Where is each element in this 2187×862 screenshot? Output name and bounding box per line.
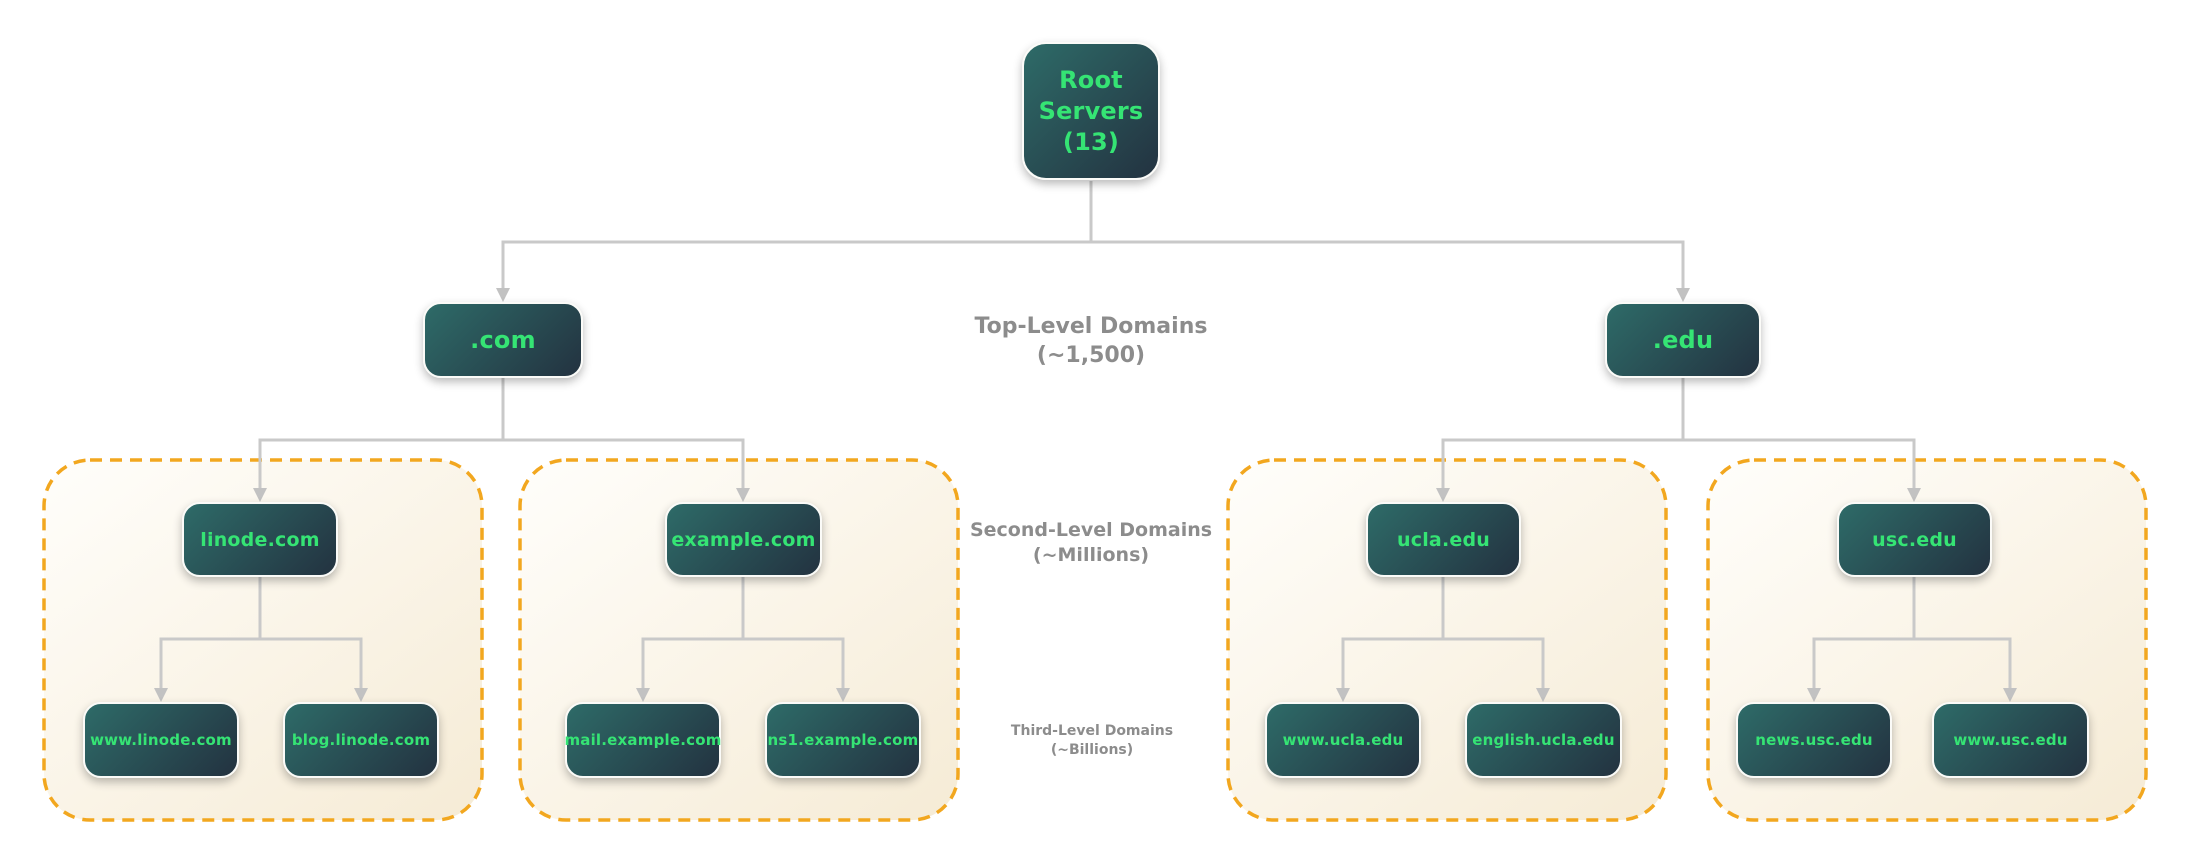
label-top-level-domains: Top-Level Domains (~1,500)	[975, 312, 1208, 370]
node-www-ucla-edu-label: www.ucla.edu	[1282, 731, 1404, 749]
label-second-level-domains: Second-Level Domains (~Millions)	[970, 518, 1212, 568]
label-top-level-domains-line2: (~1,500)	[1036, 343, 1146, 368]
node-ucla-edu: ucla.edu	[1366, 502, 1521, 577]
connector-root-to-com	[496, 181, 1093, 302]
node-news-usc-edu: news.usc.edu	[1736, 702, 1892, 778]
node-linode-com: linode.com	[182, 502, 338, 577]
node-usc-edu: usc.edu	[1837, 502, 1992, 577]
node-mail-example-com-label: mail.example.com	[564, 731, 722, 749]
connector-linode-to-www	[154, 577, 262, 702]
node-news-usc-edu-label: news.usc.edu	[1755, 731, 1873, 749]
node-root-servers-label: Root Servers (13)	[1038, 65, 1144, 156]
connector-ucla-to-english	[1443, 637, 1550, 702]
connector-edu-to-ucla	[1436, 378, 1685, 502]
connector-example-to-mail	[636, 577, 745, 702]
node-usc-edu-label: usc.edu	[1872, 528, 1957, 551]
connector-edu-to-usc	[1683, 438, 1921, 502]
connector-usc-to-www	[1914, 637, 2017, 702]
connector-ucla-to-www	[1336, 577, 1445, 702]
node-example-com: example.com	[665, 502, 822, 577]
node-tld-com: .com	[423, 302, 583, 378]
node-tld-edu: .edu	[1605, 302, 1761, 378]
label-third-level-domains-line2: (~Billions)	[1050, 742, 1134, 758]
node-mail-example-com: mail.example.com	[564, 702, 722, 778]
label-top-level-domains-line1: Top-Level Domains	[974, 314, 1208, 339]
node-ns1-example-com: ns1.example.com	[765, 702, 921, 778]
label-third-level-domains-line1: Third-Level Domains	[1010, 723, 1174, 739]
node-example-com-label: example.com	[671, 528, 816, 551]
connector-example-to-ns1	[743, 637, 850, 702]
node-www-ucla-edu: www.ucla.edu	[1265, 702, 1421, 778]
node-root-servers: Root Servers (13)	[1022, 42, 1160, 180]
node-tld-edu-label: .edu	[1652, 326, 1714, 354]
label-second-level-domains-line1: Second-Level Domains	[969, 519, 1213, 541]
node-ucla-edu-label: ucla.edu	[1397, 528, 1490, 551]
node-english-ucla-edu: english.ucla.edu	[1465, 702, 1622, 778]
node-english-ucla-edu-label: english.ucla.edu	[1472, 731, 1615, 749]
node-tld-com-label: .com	[470, 326, 536, 354]
node-www-linode-com-label: www.linode.com	[90, 731, 232, 749]
node-ns1-example-com-label: ns1.example.com	[767, 731, 919, 749]
connector-usc-to-news	[1807, 577, 1916, 702]
node-www-usc-edu-label: www.usc.edu	[1953, 731, 2068, 749]
node-blog-linode-com-label: blog.linode.com	[291, 731, 431, 749]
label-second-level-domains-line2: (~Millions)	[1032, 544, 1150, 566]
node-linode-com-label: linode.com	[200, 528, 320, 551]
label-third-level-domains: Third-Level Domains (~Billions)	[1011, 722, 1173, 760]
node-blog-linode-com: blog.linode.com	[283, 702, 439, 778]
node-www-linode-com: www.linode.com	[83, 702, 239, 778]
node-www-usc-edu: www.usc.edu	[1932, 702, 2089, 778]
connector-linode-to-blog	[260, 637, 368, 702]
connector-root-to-edu	[1091, 240, 1690, 302]
connector-com-to-linode	[253, 378, 505, 502]
connector-com-to-example	[503, 438, 750, 502]
